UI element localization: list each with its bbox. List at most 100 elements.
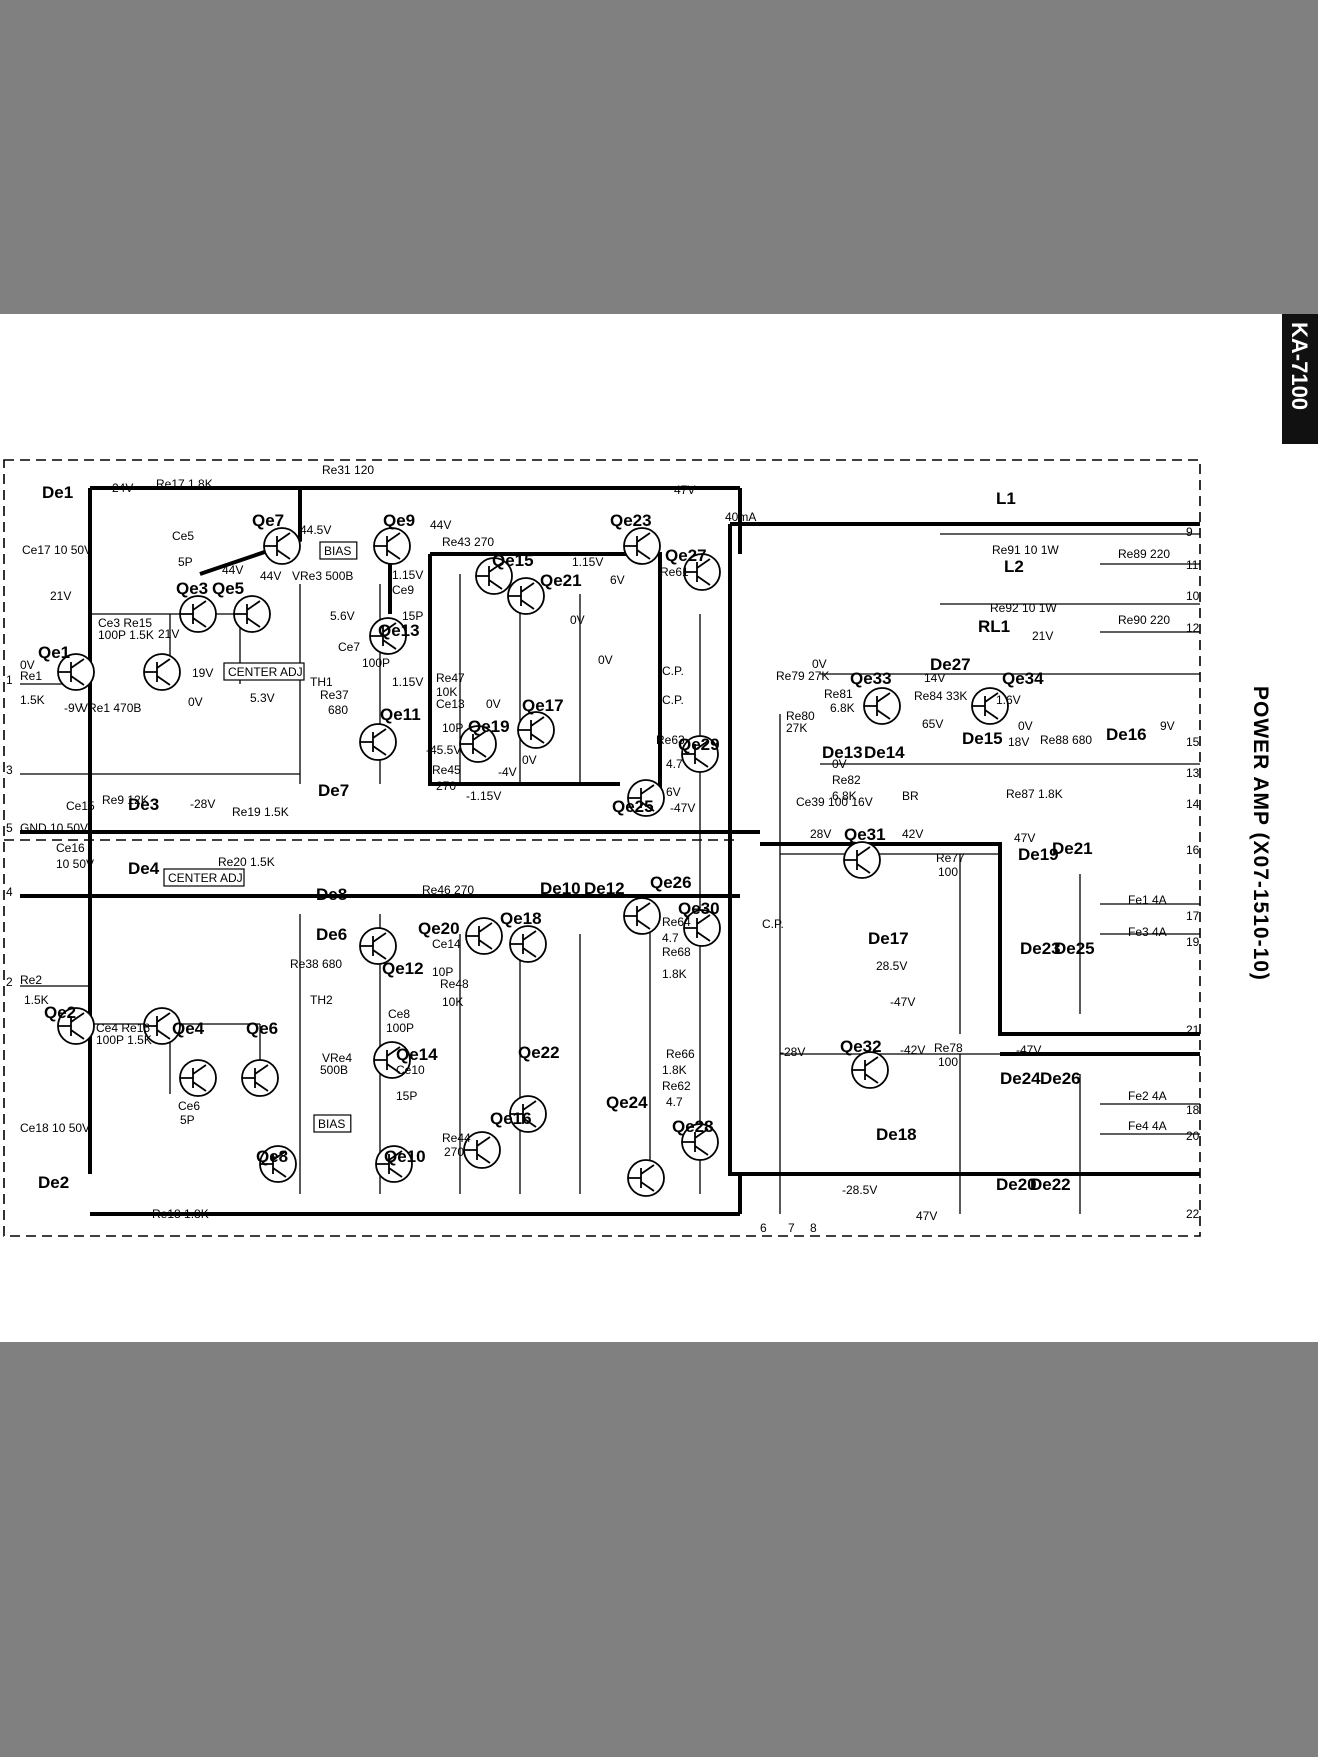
- label-ce7: Ce7: [338, 640, 360, 654]
- label-10p_b: 10P: [432, 965, 453, 979]
- label-44v_a: 44V: [430, 518, 451, 532]
- label-th2: TH2: [310, 993, 333, 1007]
- label-th1: TH1: [310, 675, 333, 689]
- transistor-leads-16: [844, 846, 871, 874]
- label-10p_a: 10P: [442, 721, 463, 735]
- label-5p_b: 5P: [180, 1113, 195, 1127]
- label-re17: Re17 1.8K: [156, 477, 213, 491]
- label-de24: De24: [1000, 1069, 1041, 1088]
- label-vre3: VRe3 500B: [292, 569, 353, 583]
- terminal-t18: 18: [1186, 1103, 1200, 1117]
- transistor-leads-6: [476, 562, 503, 590]
- label-de18: De18: [876, 1125, 917, 1144]
- label-re9: Re9 12K: [102, 793, 149, 807]
- transistor-symbols: [57, 527, 1009, 1197]
- label-re38: Re38 680: [290, 957, 342, 971]
- label-qe22: Qe22: [518, 1043, 560, 1062]
- terminal-t12: 12: [1186, 621, 1200, 635]
- label-de10: De10: [540, 879, 581, 898]
- label-center_adj_2: CENTER ADJ: [168, 871, 243, 885]
- label-9v_b: 9V: [1160, 719, 1175, 733]
- label-re47: Re47: [436, 671, 465, 685]
- label-qe16: Qe16: [490, 1109, 532, 1128]
- transistor-leads-27: [510, 1100, 537, 1128]
- transistor-leads-12: [682, 740, 709, 768]
- terminal-t16: 16: [1186, 843, 1200, 857]
- label-re61: Re61: [660, 565, 689, 579]
- transistor-leads-5: [360, 728, 387, 756]
- terminal-t5: 5: [6, 821, 13, 835]
- transistor-leads-20: [260, 1150, 287, 1178]
- transistor-leads-25: [374, 1046, 401, 1074]
- terminal-t17: 17: [1186, 909, 1200, 923]
- label-re88: Re88 680: [1040, 733, 1092, 747]
- label-47_c: 4.7: [666, 1095, 683, 1109]
- label-re44: Re44: [442, 1131, 471, 1145]
- label-15k_a: 1.5K: [20, 693, 45, 707]
- output-path: [728, 522, 1200, 1176]
- label-qe10: Qe10: [384, 1147, 426, 1166]
- label-47v_c: 47V: [1014, 831, 1035, 845]
- label-4v: -4V: [498, 765, 517, 779]
- transistor-leads-1: [374, 532, 401, 560]
- label-285v_a: 28.5V: [876, 959, 907, 973]
- terminal-t11: 11: [1186, 558, 1199, 572]
- label-0v_h: 0V: [522, 753, 537, 767]
- label-42v_a: 42V: [902, 827, 923, 841]
- transistor-leads-17: [852, 1056, 879, 1084]
- label-47_b: 4.7: [662, 931, 679, 945]
- label-qe21: Qe21: [540, 571, 582, 590]
- label-ce4: Ce4 Re16: [96, 1021, 150, 1035]
- label-68k: 6.8K: [830, 701, 855, 715]
- label-47v_b: -47V: [670, 801, 695, 815]
- label-qe14: Qe14: [396, 1045, 438, 1064]
- transistor-leads-29: [684, 914, 711, 942]
- terminal-t14: 14: [1186, 797, 1200, 811]
- transistor-leads-14: [864, 692, 891, 720]
- label-10k_b: 10K: [442, 995, 463, 1009]
- label-47v_a: 47V: [674, 483, 695, 497]
- label-box-center_adj_1: [223, 662, 305, 681]
- label-0v_g: 0V: [1018, 719, 1033, 733]
- terminal-t21: 21: [1186, 1023, 1200, 1037]
- label-re80: Re80: [786, 709, 815, 723]
- terminal-t6: 6: [760, 1221, 767, 1235]
- label-re64: Re64: [662, 915, 691, 929]
- label-qe25: Qe25: [612, 797, 654, 816]
- transistor-leads-30: [628, 1164, 655, 1192]
- label-ce15: Ce15: [66, 799, 95, 813]
- label-re68: Re68: [662, 945, 691, 959]
- label-re79: Re79 27K: [776, 669, 829, 683]
- transistor-leads-28: [624, 902, 651, 930]
- label-re91: Re91 10 1W: [992, 543, 1059, 557]
- label-re46: Re46 270: [422, 883, 474, 897]
- label-re81: Re81: [824, 687, 853, 701]
- label-6v_a: 6V: [610, 573, 625, 587]
- terminal-t13: 13: [1186, 766, 1200, 780]
- label-qe1: Qe1: [38, 643, 70, 662]
- label-qe29: Qe29: [678, 735, 720, 754]
- label-re2: Re2: [20, 973, 42, 987]
- label-65v: 65V: [922, 717, 943, 731]
- label-18k_a: 1.8K: [662, 967, 687, 981]
- label-16v: 1.6V: [996, 693, 1021, 707]
- label-qe34: Qe34: [1002, 669, 1044, 688]
- label-de16: De16: [1106, 725, 1147, 744]
- label-re62: Re62: [662, 1079, 691, 1093]
- label-qe19: Qe19: [468, 717, 510, 736]
- label-de3: De3: [128, 795, 159, 814]
- label-ce13: Ce13: [436, 697, 465, 711]
- label-100_a: 100: [938, 865, 958, 879]
- label-27k_a: 27K: [786, 721, 807, 735]
- label-0v_e: 0V: [486, 697, 501, 711]
- label-fe2: Fe2 4A: [1128, 1089, 1167, 1103]
- terminal-t9: 9: [1186, 525, 1193, 539]
- label-box-bias_2: [313, 1114, 352, 1133]
- label-ce16: Ce16: [56, 841, 85, 855]
- label-680_a: 680: [328, 703, 348, 717]
- label-re92: Re92 10 1W: [990, 601, 1057, 615]
- label-500b: 500B: [320, 1063, 348, 1077]
- label-qe27: Qe27: [665, 546, 707, 565]
- label-47_a: 4.7: [666, 757, 683, 771]
- label-56v: 5.6V: [330, 609, 355, 623]
